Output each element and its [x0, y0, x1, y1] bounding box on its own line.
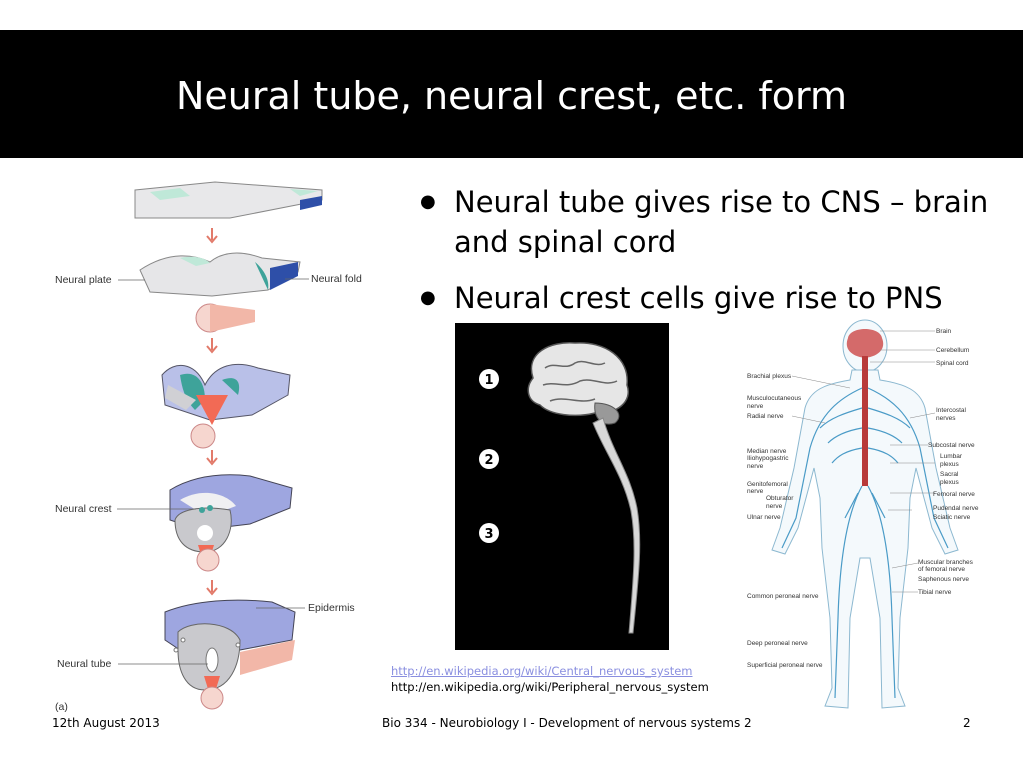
label-median: Median nerve	[747, 448, 787, 455]
stage-neural-crest	[169, 474, 293, 572]
label-pudendal: Pudendal nerve	[933, 505, 979, 512]
label-ulnar: Ulnar nerve	[747, 514, 781, 521]
footer-page-number: 2	[963, 716, 971, 730]
label-intercostal-2: nerves	[936, 415, 956, 422]
label-musculocutaneous-2: nerve	[747, 403, 764, 410]
label-iliohypogastric: Iliohypogastric	[747, 455, 789, 462]
bullet-item: ● Neural tube gives rise to CNS – brain a…	[412, 182, 1002, 262]
label-femoral: Femoral nerve	[933, 491, 975, 498]
marker-2: 2	[484, 453, 493, 468]
neurulation-figure: Neural plate Neural fold Neural crest E	[55, 181, 362, 713]
nerve-leader-lines	[791, 330, 936, 593]
brain-shape	[846, 329, 884, 358]
label-sacral-2: plexus	[940, 479, 960, 486]
label-neural-fold: Neural fold	[311, 273, 362, 285]
label-deep-peroneal: Deep peroneal nerve	[747, 640, 808, 647]
pns-link[interactable]: http://en.wikipedia.org/wiki/Peripheral_…	[391, 680, 709, 694]
label-lumbar: Lumbar	[940, 453, 963, 460]
label-brain: Brain	[936, 328, 952, 335]
reference-links: http://en.wikipedia.org/wiki/Central_ner…	[391, 663, 709, 695]
brain-icon	[527, 342, 629, 425]
bullet-list: ● Neural tube gives rise to CNS – brain a…	[412, 182, 1002, 334]
bullet-dot-icon: ●	[420, 191, 436, 212]
stage-folds-rising	[161, 363, 291, 449]
bullet-dot-icon: ●	[420, 287, 436, 308]
label-cerebellum: Cerebellum	[936, 347, 969, 354]
label-radial: Radial nerve	[747, 413, 784, 420]
label-epidermis: Epidermis	[308, 602, 355, 614]
stage-flat-plate	[134, 181, 323, 219]
label-genitofemoral: Genitofemoral	[747, 481, 788, 488]
label-subcostal: Subcostal nerve	[928, 442, 975, 449]
bullet-text: Neural tube gives rise to CNS – brain an…	[454, 185, 989, 259]
label-sacral: Sacral	[940, 471, 959, 478]
panel-label: (a)	[55, 701, 68, 713]
footer-date: 12th August 2013	[52, 716, 160, 730]
stage-neural-tube	[164, 599, 296, 710]
cns-figure: 1 2 3	[455, 323, 669, 650]
bullet-item: ● Neural crest cells give rise to PNS	[412, 278, 1002, 318]
label-neural-plate: Neural plate	[55, 274, 112, 286]
cns-link[interactable]: http://en.wikipedia.org/wiki/Central_ner…	[391, 664, 693, 678]
label-iliohypogastric-2: nerve	[747, 463, 764, 470]
label-muscular-2: of femoral nerve	[918, 566, 965, 573]
nerve-lines	[781, 387, 949, 699]
label-tibial: Tibial nerve	[918, 589, 952, 596]
marker-3: 3	[484, 527, 493, 542]
label-intercostal: Intercostal	[936, 407, 967, 414]
slide-title: Neural tube, neural crest, etc. form	[175, 74, 847, 118]
stage-neural-plate	[139, 252, 301, 333]
label-superficial-peroneal: Superficial peroneal nerve	[747, 662, 823, 669]
label-lumbar-2: plexus	[940, 461, 960, 468]
title-bar	[0, 30, 1023, 158]
label-common-peroneal: Common peroneal nerve	[747, 593, 819, 600]
label-spinal-cord: Spinal cord	[936, 360, 969, 367]
label-musculocutaneous: Musculocutaneous	[747, 395, 802, 402]
spinal-cord-bar	[862, 356, 868, 486]
label-genitofemoral-2: nerve	[747, 488, 764, 495]
bullet-text: Neural crest cells give rise to PNS	[454, 281, 943, 315]
marker-1: 1	[484, 373, 493, 388]
label-brachial-plexus: Brachial plexus	[747, 373, 792, 380]
label-obturator: Obturator	[766, 495, 794, 502]
label-neural-crest: Neural crest	[55, 503, 112, 515]
spinal-cord-shape	[592, 417, 641, 634]
footer-course: Bio 334 - Neurobiology I - Development o…	[382, 716, 752, 730]
label-obturator-2: nerve	[766, 503, 783, 510]
label-sciatic: Sciatic nerve	[933, 514, 971, 521]
label-muscular: Muscular branches	[918, 559, 974, 566]
label-neural-tube: Neural tube	[57, 658, 111, 670]
label-saphenous: Saphenous nerve	[918, 576, 969, 583]
pns-figure: Brain Cerebellum Spinal cord Brachial pl…	[747, 319, 979, 709]
